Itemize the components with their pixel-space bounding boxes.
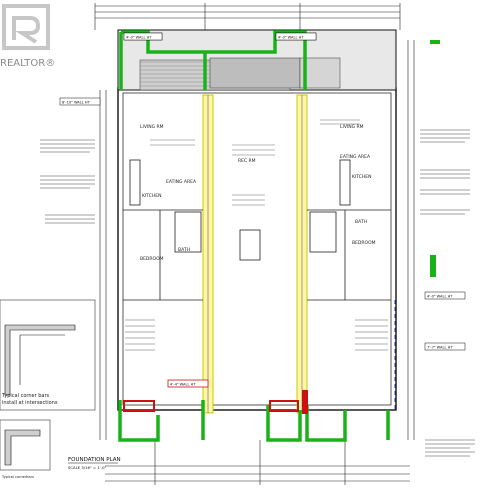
left-note-lines <box>40 139 95 224</box>
wall-tag-1: 4'-0" WALL HT <box>126 36 152 40</box>
corner-bars-note-line1: Typical corner bars <box>1 393 50 399</box>
top-dimension-lines <box>94 3 401 30</box>
right-note-lines <box>420 129 475 457</box>
room-label-eating-left: EATING AREA <box>166 179 197 185</box>
wall-tag-6: 4'-4" WALL HT <box>170 383 196 387</box>
room-label-kitchen-left: KITCHEN <box>142 193 162 199</box>
realtor-logo-icon <box>2 4 50 50</box>
room-label-bedroom-left: BEDROOM <box>140 256 164 262</box>
wall-height-tags: 4'-0" WALL HT 8'-10" WALL HT 4'-0" WALL … <box>59 32 466 388</box>
room-label-kitchen-right: KITCHEN <box>352 174 372 180</box>
top-green-footing <box>119 30 307 90</box>
interior-partitions <box>123 159 391 301</box>
bottom-dimension-lines <box>105 440 410 485</box>
stairs <box>125 319 388 351</box>
corner-bar-detail <box>0 299 96 471</box>
realtor-watermark <box>0 0 52 58</box>
realtor-brand-text: REALTOR® <box>0 58 55 69</box>
right-green-markers <box>430 40 440 277</box>
wall-tag-2: 8'-10" WALL HT <box>62 101 91 105</box>
wall-tag-4: 7'-7" WALL HT <box>427 346 453 350</box>
room-label-bath-left: BATH <box>178 247 190 253</box>
room-label-eating-right: EATING AREA <box>340 154 371 160</box>
front-porch-hatch <box>117 29 397 91</box>
room-label-living-right: LIVING RM <box>340 124 364 130</box>
room-label-rec: REC RM <box>238 158 256 164</box>
side-dimension-lines <box>99 40 415 440</box>
room-label-living-left: LIVING RM <box>140 124 164 130</box>
plan-title: FOUNDATION PLAN <box>68 457 121 463</box>
plan-scale: SCALE 3/16" = 1'-0" <box>68 465 106 470</box>
center-note-lines <box>150 119 360 206</box>
lower-footing-pads <box>118 390 390 442</box>
wall-tag-3: 4'-0" WALL HT <box>278 36 304 40</box>
room-label-bedroom-right: BEDROOM <box>352 240 376 246</box>
room-label-bath-right: BATH <box>355 219 367 225</box>
wall-tag-5: 4'-0" WALL HT <box>427 295 453 299</box>
typical-corner-note: Typical cornerbars <box>1 475 34 479</box>
corner-bars-note-line2: install at intersections <box>2 400 58 406</box>
